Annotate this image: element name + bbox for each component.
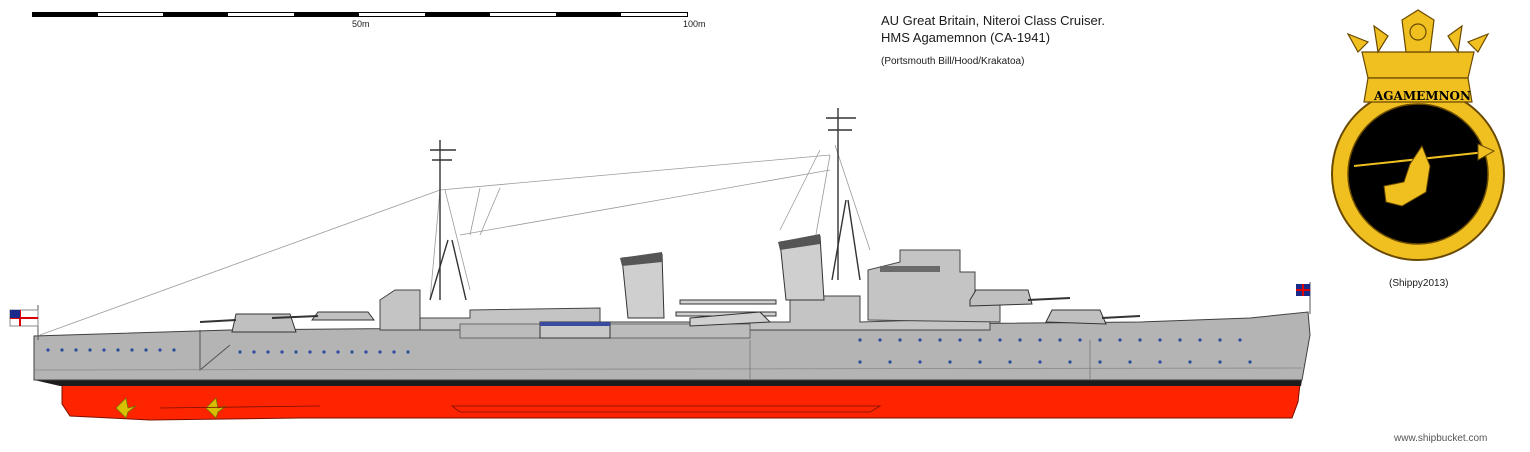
rigging-wires xyxy=(39,144,871,336)
scale-segment xyxy=(556,13,621,16)
portholes xyxy=(46,338,1252,364)
title-line-1: AU Great Britain, Niteroi Class Cruiser. xyxy=(881,13,1105,28)
scale-bar xyxy=(32,12,688,17)
scale-label-50m: 50m xyxy=(352,19,370,29)
stern-ensign xyxy=(9,305,39,340)
title-line-3: (Portsmouth Bill/Hood/Krakatoa) xyxy=(881,56,1025,67)
bridge-superstructure xyxy=(867,249,1001,323)
turret-x xyxy=(311,311,375,321)
bow-jack xyxy=(1296,282,1311,314)
gun-turrets xyxy=(199,289,1141,333)
seaplane xyxy=(675,299,777,327)
naval-crown xyxy=(1346,9,1490,79)
arm-with-spear-emblem xyxy=(1353,143,1496,207)
turret-a xyxy=(1045,309,1107,325)
turret-b xyxy=(969,289,1033,307)
scale-segment xyxy=(294,13,359,16)
name-banner xyxy=(1363,77,1473,103)
scale-segment xyxy=(425,13,490,16)
site-watermark: www.shipbucket.com xyxy=(1394,433,1488,444)
scale-segment xyxy=(163,13,228,16)
masts xyxy=(429,108,861,301)
aft-superstructure xyxy=(379,289,421,331)
hull-boot-topping xyxy=(34,380,1302,386)
badge-credit: (Shippy2013) xyxy=(1389,278,1449,289)
scale-label-100m: 100m xyxy=(683,19,706,29)
hull-antifouling xyxy=(61,383,1301,421)
badge-name: AGAMEMNON xyxy=(1374,89,1471,103)
propellers xyxy=(115,397,227,419)
scale-segment xyxy=(33,13,98,16)
ship-badge xyxy=(1331,9,1505,261)
title-line-2: HMS Agamemnon (CA-1941) xyxy=(881,30,1051,45)
